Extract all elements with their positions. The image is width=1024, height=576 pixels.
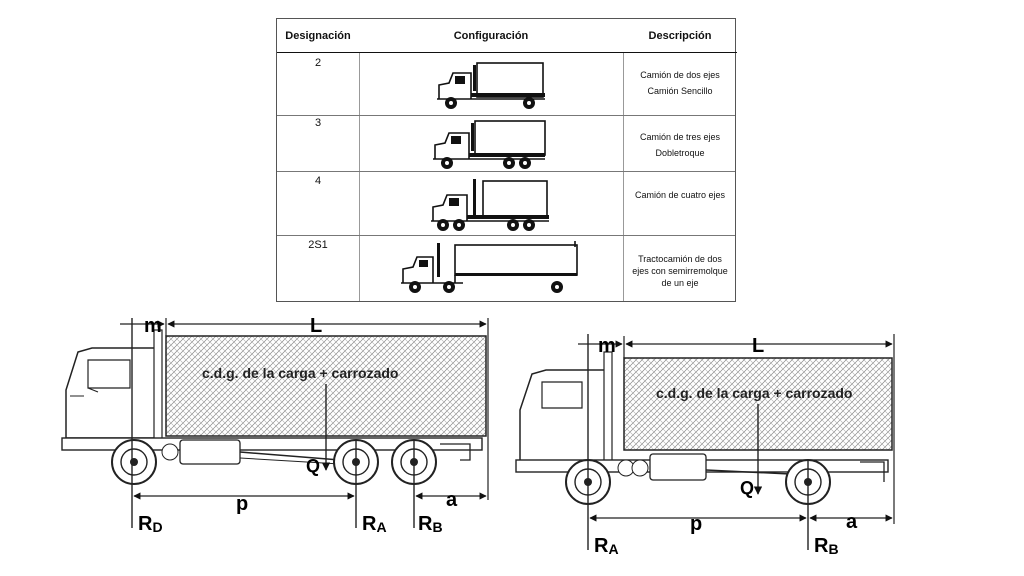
- row-code: 3: [314, 117, 322, 129]
- label-p: p: [690, 513, 702, 535]
- label-p: p: [236, 493, 248, 515]
- row-divider: [277, 235, 735, 236]
- row-code: 2S1: [308, 239, 328, 251]
- left-truck-diagram: m L c.d.g. de la carga + carrozado Q p a…: [61, 315, 489, 535]
- description-line: de un eje: [661, 278, 699, 288]
- header-descripcion: Descripción: [623, 19, 737, 53]
- truck-cab: [65, 347, 157, 439]
- row-description: Camión de dos ejes Camión Sencillo: [623, 67, 737, 99]
- row-description: Camión de tres ejes Dobletroque: [623, 129, 737, 161]
- row-divider: [277, 115, 735, 116]
- label-Q: Q: [306, 456, 320, 476]
- row-description: Tractocamión de dos ejes con semirremolq…: [623, 253, 737, 289]
- label-RA: RA: [362, 513, 387, 535]
- truck-cab: [519, 369, 607, 463]
- tractor-semitrailer-icon: [401, 241, 578, 293]
- label-RD: RD: [138, 513, 163, 535]
- column-divider: [623, 53, 624, 301]
- description-line: ejes con semirremolque: [632, 266, 728, 276]
- four-axle-truck-icon: [431, 179, 549, 231]
- header-designacion: Designación: [277, 19, 359, 53]
- description-line: Camión de cuatro ejes: [634, 190, 726, 200]
- label-cdg: c.d.g. de la carga + carrozado: [656, 385, 852, 401]
- header-configuracion: Configuración: [359, 19, 623, 53]
- description-line: Tractocamión de dos: [638, 254, 722, 264]
- fuel-tank: [179, 439, 241, 465]
- front-wheel: [111, 439, 157, 485]
- row-divider: [277, 171, 735, 172]
- description-line: Camión Sencillo: [647, 86, 713, 96]
- label-RA: RA: [594, 535, 619, 557]
- column-divider: [359, 53, 360, 301]
- label-RB: RB: [814, 535, 839, 557]
- two-axle-truck-icon: [437, 62, 545, 109]
- label-L: L: [310, 315, 322, 337]
- row-code: 2: [314, 57, 322, 69]
- description-line: Dobletroque: [655, 148, 705, 158]
- label-cdg: c.d.g. de la carga + carrozado: [202, 365, 398, 381]
- three-axle-truck-icon: [433, 120, 546, 169]
- vehicle-classification-table: Designación Configuración Descripción 2 …: [276, 18, 737, 302]
- row-code: 4: [314, 175, 322, 187]
- fuel-tank: [649, 453, 707, 481]
- label-RB: RB: [418, 513, 443, 535]
- description-line: Camión de dos ejes: [640, 70, 720, 80]
- label-m: m: [598, 335, 616, 357]
- row-description: Camión de cuatro ejes: [623, 187, 737, 203]
- description-line: Camión de tres ejes: [639, 132, 721, 142]
- label-a: a: [446, 489, 458, 511]
- right-truck-diagram: m L c.d.g. de la carga + carrozado Q p a…: [515, 334, 895, 557]
- label-Q: Q: [740, 478, 754, 498]
- label-m: m: [144, 315, 162, 337]
- label-L: L: [752, 335, 764, 357]
- label-a: a: [846, 511, 858, 533]
